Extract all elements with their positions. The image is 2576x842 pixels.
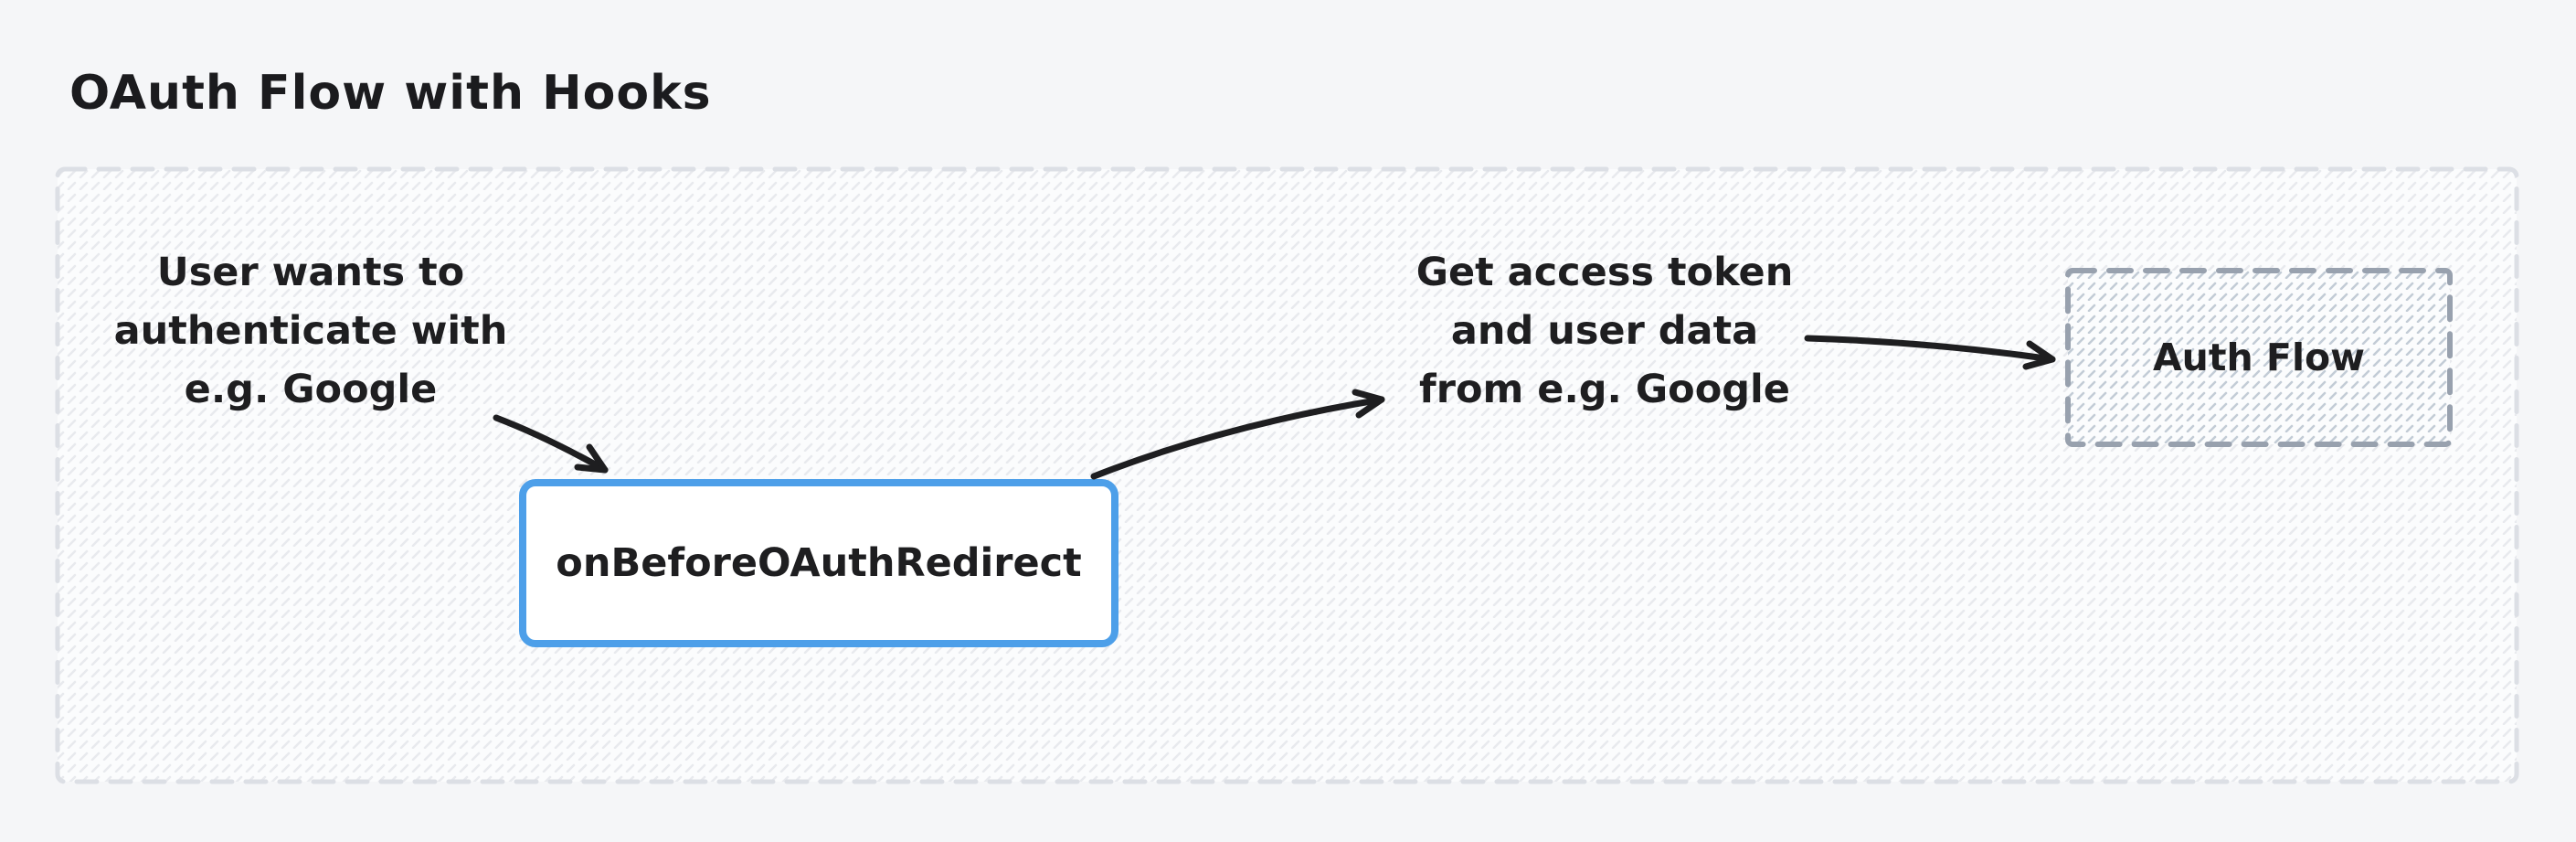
auth-flow-label: Auth Flow <box>2152 336 2366 379</box>
diagram-title[interactable]: OAuth Flow with Hooks <box>69 66 712 121</box>
auth-flow-hatch-fill <box>2068 271 2450 444</box>
note-get-access-token[interactable]: Get access token and user data from e.g.… <box>1367 243 1842 419</box>
note-line: authenticate with <box>113 308 508 354</box>
arrow-note-to-hook-box[interactable] <box>493 414 609 474</box>
note-line: from e.g. Google <box>1419 367 1790 412</box>
note-line: User wants to <box>156 250 465 295</box>
auth-flow-box[interactable]: Auth Flow <box>2065 268 2453 447</box>
note-line: and user data <box>1450 308 1759 354</box>
hook-box-label: onBeforeOAuthRedirect <box>556 540 1082 586</box>
auth-flow-dashed-border <box>2065 268 2453 447</box>
arrow-hook-box-to-note[interactable] <box>1090 389 1385 480</box>
auth-flow-frame <box>2065 268 2453 447</box>
arrow-note-to-auth-flow[interactable] <box>1804 335 2056 370</box>
hook-box-onbeforeoauthredirect[interactable]: onBeforeOAuthRedirect <box>519 479 1118 647</box>
note-user-authenticate[interactable]: User wants to authenticate with e.g. Goo… <box>73 243 548 419</box>
note-line: e.g. Google <box>184 367 438 412</box>
container-dashed-border <box>55 166 2519 784</box>
note-line: Get access token <box>1415 250 1794 295</box>
